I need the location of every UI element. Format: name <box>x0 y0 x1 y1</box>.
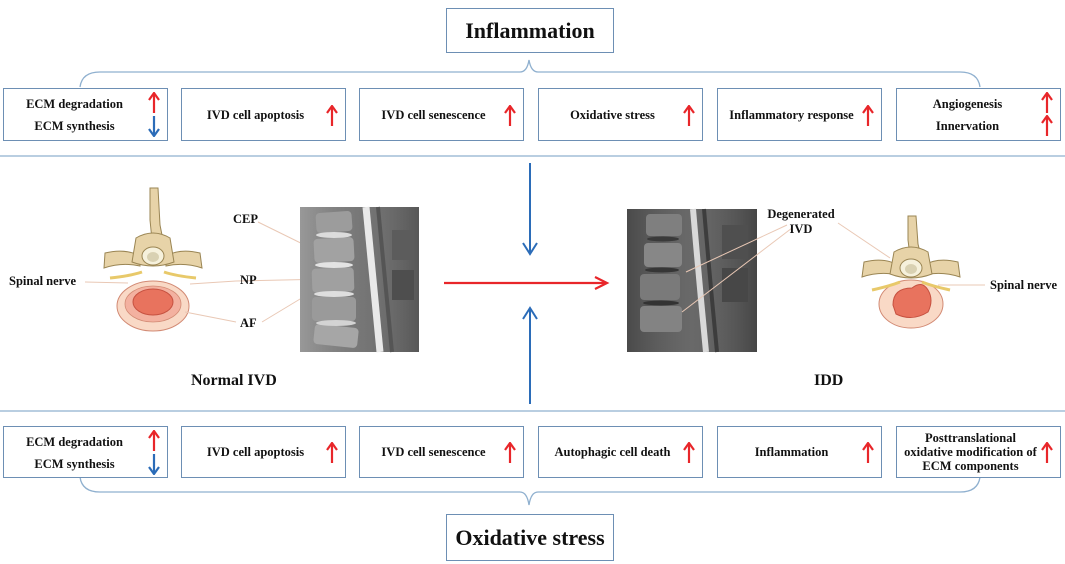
effect-label: ECM synthesis <box>34 457 115 471</box>
bottom-effect-box: Posttranslational oxidative modification… <box>896 426 1061 478</box>
effect-arrow <box>1040 91 1054 118</box>
up-arrow-icon <box>504 103 516 126</box>
effect-arrow <box>325 103 339 131</box>
bottom-effect-box: Inflammation <box>717 426 882 478</box>
normal-vertebra-illustration <box>103 187 203 332</box>
inflammation-title: Inflammation <box>446 8 614 53</box>
up-arrow-from-oxidative-stress <box>522 306 538 404</box>
bottom-effect-box: Autophagic cell death <box>538 426 703 478</box>
effect-label: ECM degradation <box>26 435 123 449</box>
right-spinal-nerve-label: Spinal nerve <box>990 278 1058 292</box>
effect-arrow <box>682 441 696 468</box>
up-arrow-icon <box>1041 114 1053 136</box>
top-effect-box: Oxidative stress <box>538 88 703 141</box>
up-arrow-icon <box>326 103 338 126</box>
effect-arrow <box>861 441 875 468</box>
oxidative-stress-title-text: Oxidative stress <box>455 524 605 550</box>
bottom-effect-box: IVD cell senescence <box>359 426 524 478</box>
effect-arrow <box>861 103 875 131</box>
effect-label: ECM degradation <box>26 97 123 111</box>
effect-arrow <box>325 441 339 468</box>
np-label: NP <box>240 273 257 287</box>
degenerated-ivd-label: Degenerated IVD <box>765 207 837 237</box>
progression-arrow <box>444 276 610 290</box>
left-spinal-nerve-label: Spinal nerve <box>9 274 77 288</box>
effect-label: Innervation <box>935 119 1000 133</box>
effect-arrow <box>147 453 161 479</box>
effect-label: Autophagic cell death <box>554 445 671 459</box>
effect-label: IVD cell senescence <box>381 445 486 459</box>
degenerated-label-line1: Degenerated <box>767 207 835 221</box>
effect-arrow <box>503 103 517 131</box>
effect-label: Inflammation <box>754 445 829 459</box>
effect-label: Angiogenesis <box>932 97 1003 111</box>
up-arrow-icon <box>862 103 874 126</box>
effect-label: IVD cell apoptosis <box>206 107 305 122</box>
down-arrow-icon <box>148 454 160 476</box>
down-arrow-icon <box>148 116 160 138</box>
up-arrow-icon <box>683 103 695 126</box>
effect-arrow <box>147 91 161 118</box>
oxidative-stress-title: Oxidative stress <box>446 514 614 561</box>
effect-label: Inflammatory response <box>729 107 854 122</box>
degenerated-vertebra-illustration <box>861 215 961 329</box>
af-label: AF <box>240 316 257 330</box>
effect-label: IVD cell senescence <box>381 107 486 122</box>
effect-label: IVD cell apoptosis <box>206 445 305 459</box>
up-arrow-icon <box>148 429 160 451</box>
inflammation-title-text: Inflammation <box>465 17 595 43</box>
top-effect-box: Inflammatory response <box>717 88 882 141</box>
up-arrow-icon <box>862 441 874 463</box>
effect-arrow <box>1040 114 1054 141</box>
top-effect-box: IVD cell senescence <box>359 88 524 141</box>
up-arrow-icon <box>148 91 160 113</box>
up-arrow-icon <box>683 441 695 463</box>
effect-label: Oxidative stress <box>570 107 655 122</box>
bottom-effect-box: IVD cell apoptosis <box>181 426 346 478</box>
effect-label: ECM synthesis <box>34 119 115 133</box>
effect-arrow <box>503 441 517 468</box>
effect-label: Posttranslational oxidative modification… <box>904 431 1037 473</box>
down-arrow-from-inflammation <box>522 163 538 256</box>
up-arrow-icon <box>1041 441 1053 463</box>
normal-ivd-label: Normal IVD <box>191 372 277 389</box>
cep-label: CEP <box>233 212 258 226</box>
normal-mri-image <box>300 206 419 353</box>
effect-arrow <box>682 103 696 131</box>
effect-arrow <box>1040 441 1054 468</box>
up-arrow-icon <box>504 441 516 463</box>
effect-arrow <box>147 115 161 141</box>
degenerated-label-line2: IVD <box>789 222 813 236</box>
top-brace <box>79 59 981 88</box>
up-arrow-icon <box>1041 91 1053 113</box>
effect-arrow <box>147 429 161 456</box>
idd-label: IDD <box>814 372 844 389</box>
top-effect-box: IVD cell apoptosis <box>181 88 346 141</box>
up-arrow-icon <box>326 441 338 463</box>
bottom-brace <box>79 476 981 506</box>
degenerated-mri-image <box>627 208 757 353</box>
